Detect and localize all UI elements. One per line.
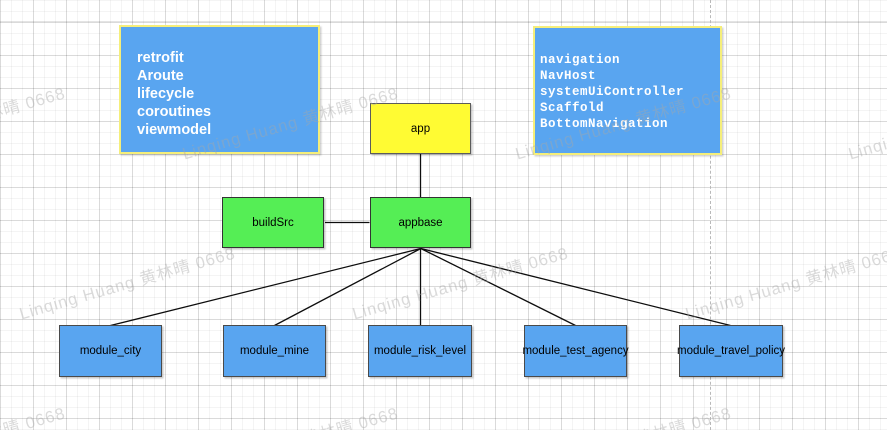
- node-app[interactable]: app: [370, 103, 471, 154]
- node-module-mine-label: module_mine: [239, 345, 310, 357]
- edge-appbase-module-travel-policy: [420, 247, 731, 327]
- library-item: navigation: [540, 53, 621, 67]
- library-item: Aroute: [137, 68, 184, 84]
- node-module-mine[interactable]: module_mine: [223, 325, 326, 377]
- node-module-travel-policy-label: module_travel_policy: [676, 345, 786, 357]
- library-item: systemUiController: [540, 85, 685, 99]
- node-buildsrc-label: buildSrc: [252, 216, 294, 229]
- library-list-right[interactable]: navigation NavHost systemUiController Sc…: [533, 26, 722, 155]
- node-appbase-label: appbase: [398, 216, 443, 229]
- edge-appbase-module-city: [110, 247, 421, 327]
- library-item: retrofit: [137, 50, 184, 66]
- library-item: coroutines: [137, 104, 212, 120]
- node-module-risk-level[interactable]: module_risk_level: [368, 325, 472, 377]
- library-list-left[interactable]: retrofit Aroute lifecycle coroutines vie…: [119, 25, 320, 154]
- node-module-travel-policy[interactable]: module_travel_policy: [676, 325, 786, 377]
- edge-appbase-module-mine: [274, 247, 422, 327]
- node-appbase[interactable]: appbase: [370, 197, 471, 248]
- library-item: BottomNavigation: [540, 117, 669, 131]
- library-item: Scaffold: [540, 101, 605, 115]
- node-buildsrc[interactable]: buildSrc: [222, 197, 324, 248]
- node-module-test-agency[interactable]: module_test_agency: [522, 325, 629, 377]
- node-module-city-label: module_city: [79, 345, 142, 357]
- node-module-risk-level-label: module_risk_level: [373, 345, 467, 357]
- node-app-label: app: [410, 122, 431, 135]
- library-item: NavHost: [540, 69, 597, 83]
- node-module-city[interactable]: module_city: [59, 325, 162, 377]
- library-item: viewmodel: [137, 122, 212, 138]
- page-break-line: [710, 0, 711, 430]
- node-module-test-agency-label: module_test_agency: [522, 345, 629, 357]
- library-item: lifecycle: [137, 86, 195, 102]
- edge-appbase-module-test-agency: [420, 247, 576, 327]
